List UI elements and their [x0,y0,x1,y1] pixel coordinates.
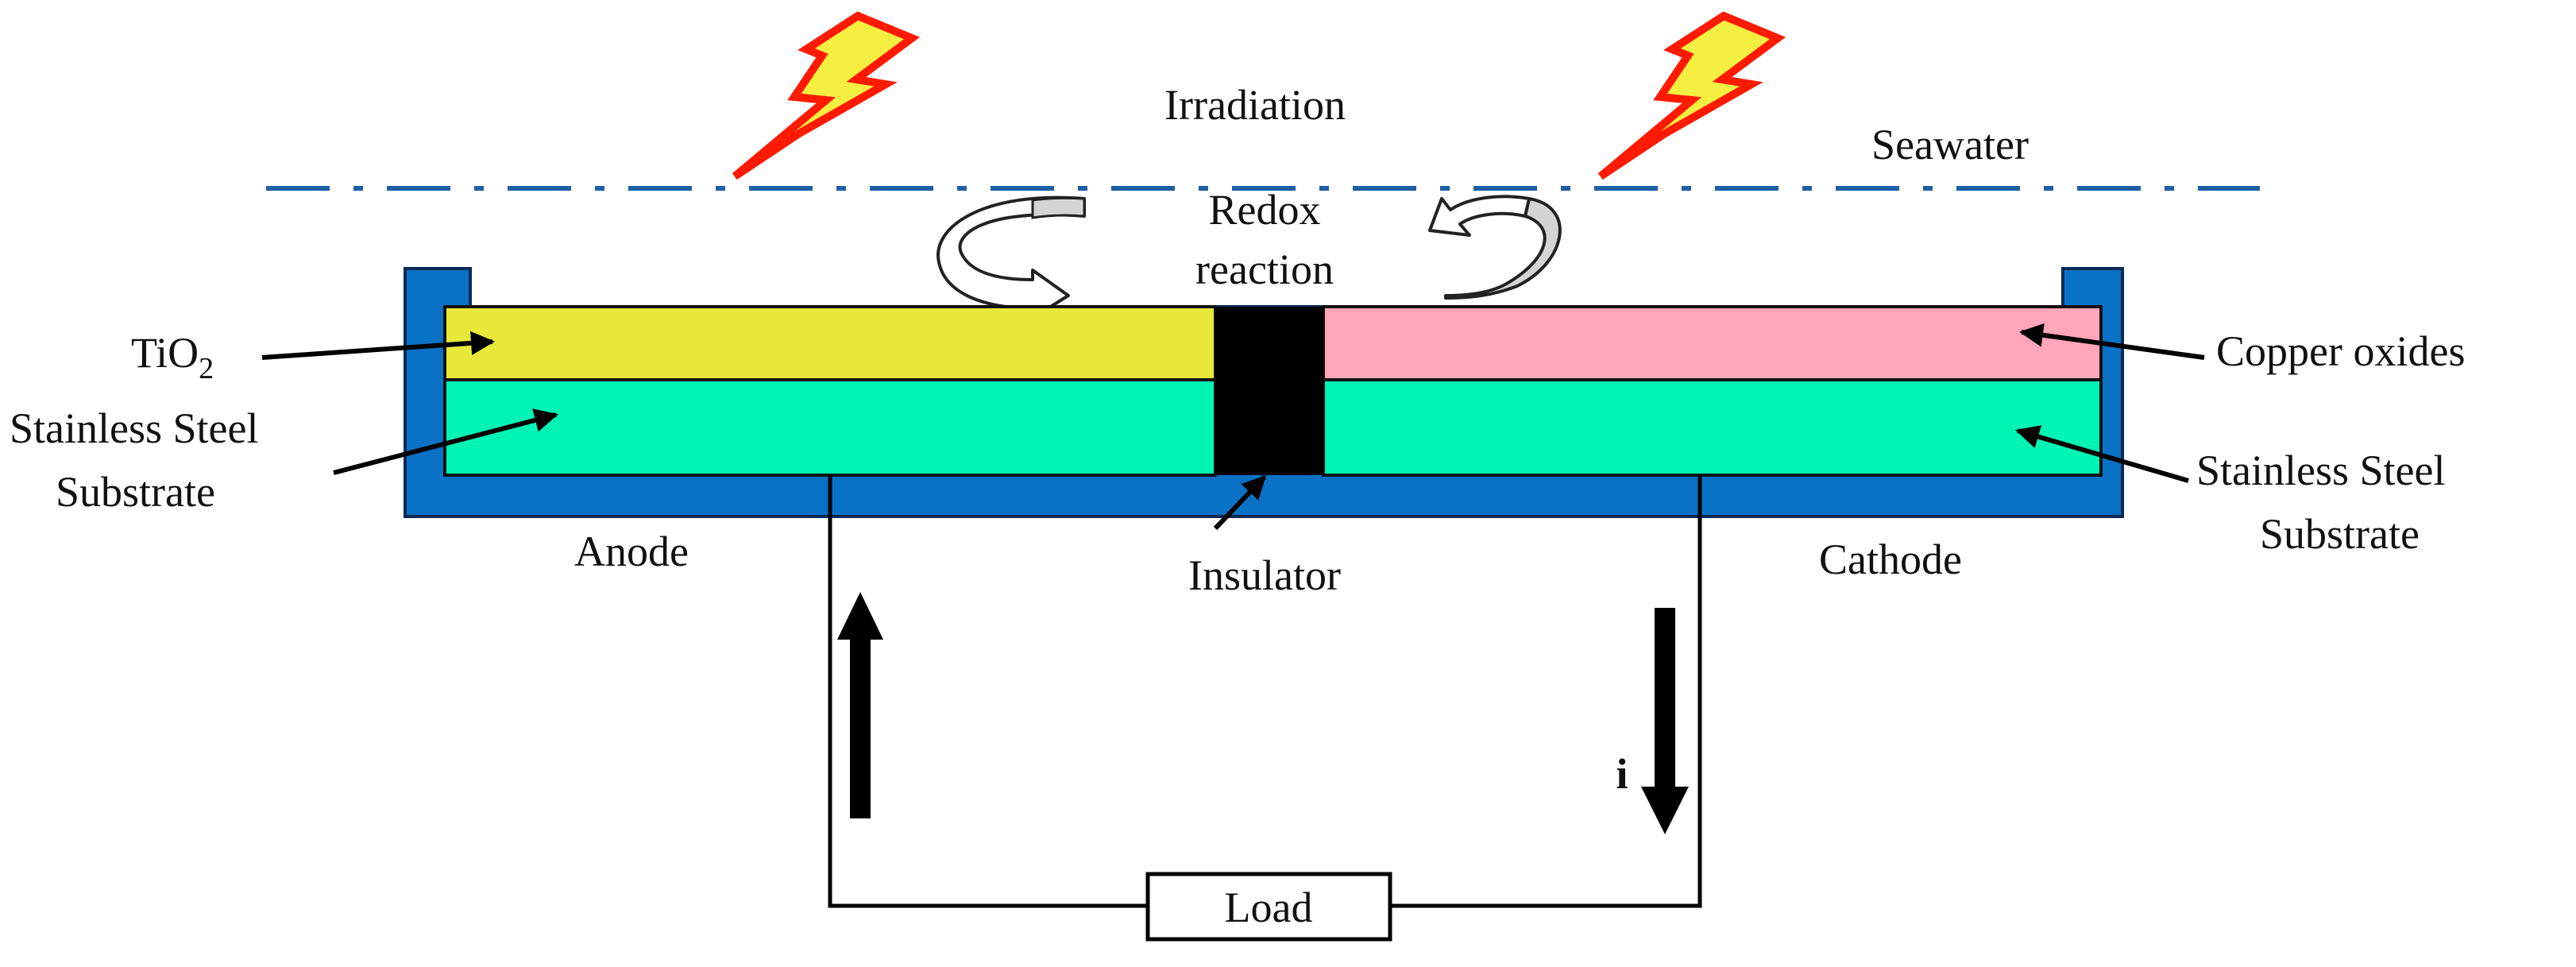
current-label: i [1616,750,1628,798]
irradiation-label: Irradiation [1164,81,1346,129]
insulator-label: Insulator [1188,551,1341,599]
insulator-block [1215,307,1323,475]
left-redox-rotation-arrow-icon [937,195,1086,319]
up-current-arrow-icon [837,592,883,818]
load-box [1145,872,1392,942]
copper-oxides-layer [1322,305,2103,381]
tio2-label: TiO2 [131,329,214,385]
anode-stainless-steel-substrate [443,378,1217,477]
cathode-substrate-pointer-arrow [2015,425,2189,483]
cathode-label: Cathode [1819,536,1962,583]
cathode-substrate-label-line2: Substrate [2260,510,2420,558]
cathode-stainless-steel-substrate [1322,378,2103,477]
down-current-arrow-icon [1641,608,1689,834]
anode-substrate-pointer-arrow [333,408,558,475]
redox-label-line1: Redox [1209,186,1321,234]
tio2-layer [443,305,1217,381]
right-lightning-bolt-icon [1597,11,1786,180]
redox-label-line2: reaction [1195,246,1334,293]
tio2-pointer-arrow [261,331,495,360]
external-circuit-wire [828,475,1702,908]
copper-oxides-pointer-arrow [2019,323,2205,360]
load-label: Load [1225,884,1313,931]
copper-oxides-label: Copper oxides [2216,327,2465,375]
insulator-pointer-arrow [1213,474,1267,531]
anode-substrate-label-line2: Substrate [56,468,215,516]
left-lightning-bolt-icon [732,11,921,180]
right-redox-rotation-arrow-icon [1428,195,1562,300]
anode-label: Anode [574,528,689,575]
cathode-substrate-label-line1: Stainless Steel [2196,447,2445,494]
anode-substrate-label-line1: Stainless Steel [10,404,258,452]
seawater-label: Seawater [1871,121,2029,168]
